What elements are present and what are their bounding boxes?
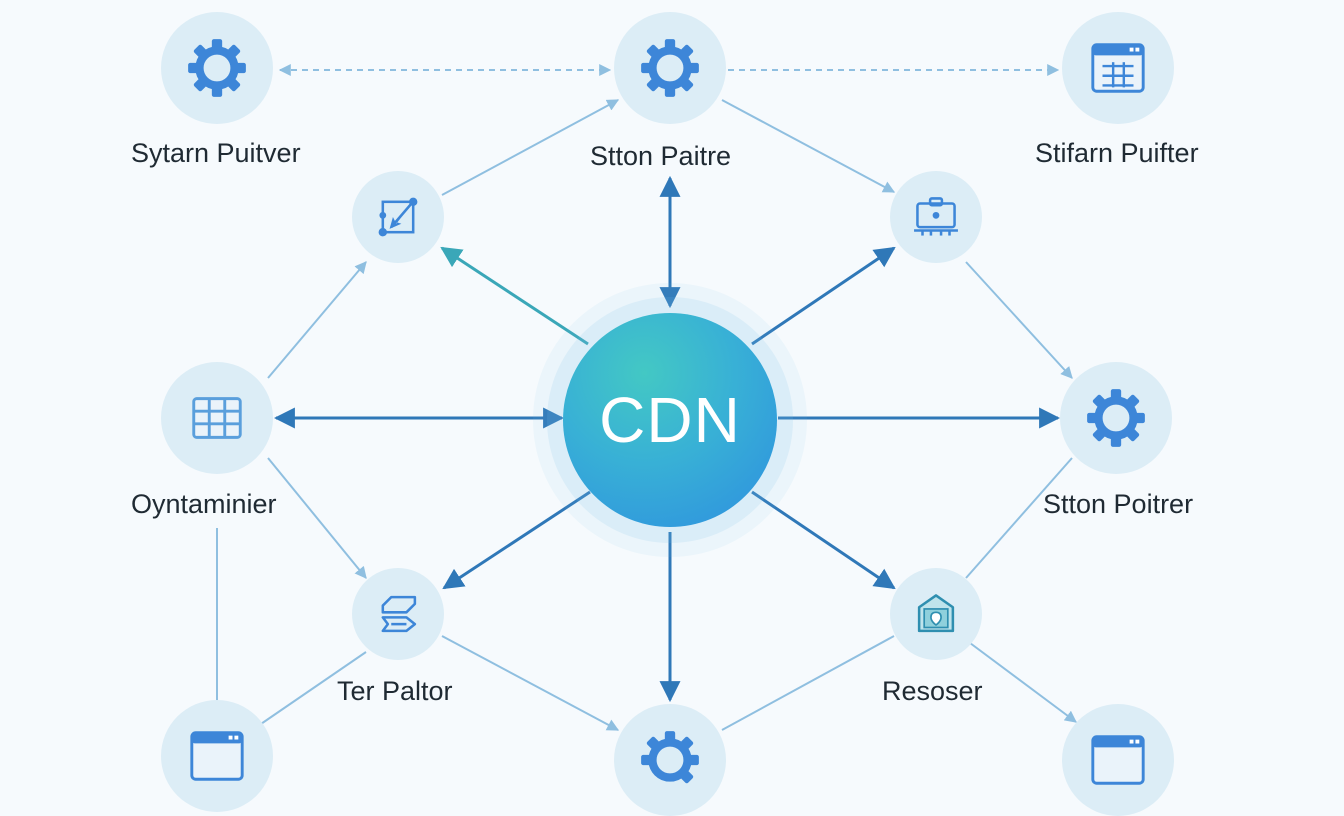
node-graph-editor[interactable] (352, 171, 444, 263)
gear-icon (637, 35, 703, 101)
light-link-shield-to-bottom-right (965, 639, 1077, 723)
node-stifarn-puifter[interactable] (1062, 12, 1174, 124)
browser-window-icon (1087, 37, 1149, 99)
label-stton-paitre: Stton Paitre (590, 141, 732, 171)
label-stton-poitrer: Stton Poitrer (1043, 489, 1194, 519)
gear-icon (1083, 385, 1149, 451)
node-bottom-right-window[interactable] (1062, 704, 1174, 816)
hub-link-upper-left (440, 246, 589, 346)
light-link-top-gear-to-monitor (721, 99, 896, 193)
light-link-stack-to-bottom-gear (441, 635, 620, 731)
light-link-grid-to-graph (267, 261, 367, 379)
light-link-graph-to-top-gear (441, 99, 620, 196)
node-stton-paitre[interactable] (614, 12, 726, 124)
shield-box-icon (909, 587, 963, 641)
node-oyntaminier[interactable] (161, 362, 273, 474)
browser-window-icon (186, 725, 248, 787)
node-stton-poitrer[interactable] (1060, 362, 1172, 474)
light-link-stack-to-bottom-left (257, 651, 367, 727)
cdn-hub-label: CDN (599, 384, 741, 456)
graph-editor-icon (371, 190, 425, 244)
network-diagram-canvas (216, 64, 1077, 731)
light-link-shield-to-bottom-gear (721, 635, 895, 731)
light-link-monitor-to-right-gear (965, 261, 1073, 379)
label-system-puitver: Sytarn Puitver (131, 138, 301, 168)
label-ter-paltor: Ter Paltor (337, 676, 453, 706)
light-link-grid-to-stack (267, 457, 367, 579)
node-ter-paltor[interactable] (352, 568, 444, 660)
label-stifarn-puifter: Stifarn Puifter (1035, 138, 1199, 168)
hub-link-lower-right (751, 490, 896, 590)
node-system-puitver[interactable] (161, 12, 273, 124)
gear-icon (637, 727, 703, 793)
node-monitor[interactable] (890, 171, 982, 263)
node-resoser[interactable] (890, 568, 982, 660)
grid-table-icon (186, 387, 248, 449)
cdn-hub[interactable]: CDN (563, 313, 777, 527)
gear-icon (184, 35, 250, 101)
monitor-icon (909, 190, 963, 244)
label-resoser: Resoser (882, 676, 983, 706)
node-bottom-left-window[interactable] (161, 700, 273, 812)
label-oyntaminier: Oyntaminier (131, 489, 277, 519)
hub-link-upper-right (751, 246, 896, 346)
node-bottom-center-gear[interactable] (614, 704, 726, 816)
stack-layers-icon (371, 587, 425, 641)
browser-window-icon (1087, 729, 1149, 791)
light-link-right-gear-to-shield (965, 457, 1073, 579)
hub-link-lower-left (442, 490, 591, 590)
